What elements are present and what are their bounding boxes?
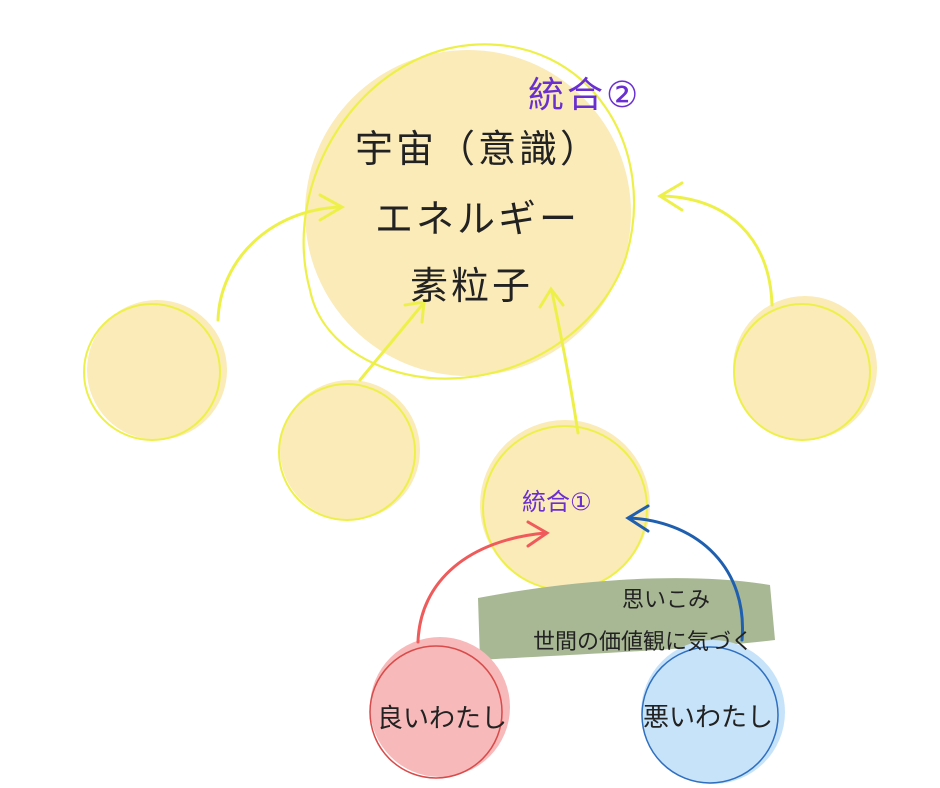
band-line-1: 思いこみ [622,588,711,613]
arrow-left-to-center [216,193,346,322]
arrow-right-to-center [657,181,774,307]
bad-self-circle [641,640,785,784]
right-circle [733,296,877,441]
band-line-2: 世間の価値観に気づく [533,630,754,655]
good-self-label: 良いわたし [377,704,508,734]
arrow-leftmid-to-center [358,300,426,382]
center-line-energy: エネルギー [375,197,581,241]
good-self-circle [369,637,510,779]
center-line-universe: 宇宙（意識） [355,127,602,171]
arrow-integration-to-center [538,286,580,435]
bad-self-label: 悪いわたし [643,703,774,733]
arrow-bad-self-to-integration [625,504,744,642]
awareness-band [478,578,775,660]
left-middle-circle [278,380,420,521]
arrow-good-self-to-integration [416,520,550,644]
universe-circle [302,43,635,380]
center-line-particle: 素粒子 [410,264,534,308]
left-circle [83,300,227,441]
integration-1-label: 統合① [522,488,592,516]
integration-2-label: 統合② [528,75,642,116]
